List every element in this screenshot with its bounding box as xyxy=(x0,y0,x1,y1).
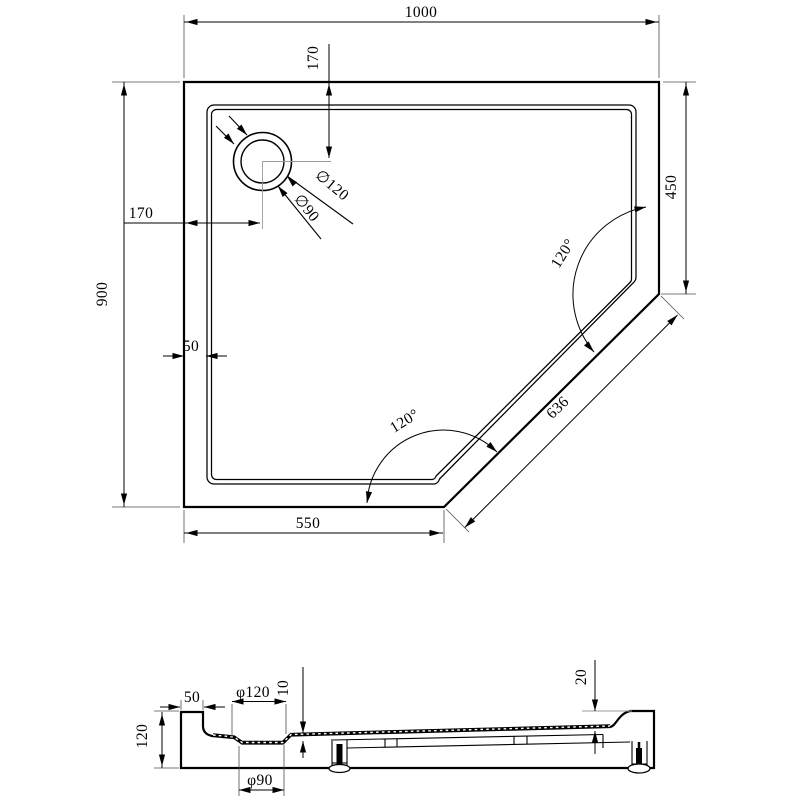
dim-overall-height xyxy=(112,81,180,508)
dim-recess-dia xyxy=(231,698,287,737)
label-overall-width: 1000 xyxy=(405,4,438,21)
label-recess-dia: φ120 xyxy=(236,684,270,701)
drain-dia-leaders xyxy=(215,115,354,240)
foot-left-bolt xyxy=(336,744,343,767)
dim-wall-width xyxy=(163,352,227,360)
label-drain-hole-dia: φ90 xyxy=(247,772,273,789)
foot-right xyxy=(627,741,651,774)
foot-right-bolt xyxy=(636,748,642,768)
tray-inner-rim-inner-line xyxy=(210,108,633,481)
label-drain-offset-left: 170 xyxy=(129,205,153,222)
label-right-side: 450 xyxy=(663,175,680,199)
dim-overall-width xyxy=(183,15,660,78)
dim-panel-thickness xyxy=(299,667,307,758)
dim-section-height xyxy=(154,710,179,769)
top-view: 1000 170 900 170 ∅120 ∅90 450 50 550 636… xyxy=(94,4,696,543)
label-panel-thickness: 10 xyxy=(275,680,292,696)
dim-corner-diagonal xyxy=(445,295,685,533)
label-wall-width: 50 xyxy=(183,338,199,355)
foot-left-pad xyxy=(328,763,351,774)
floor-texture xyxy=(212,724,611,745)
dim-drain-hole-dia xyxy=(238,745,285,796)
dim-right-side xyxy=(661,81,696,295)
label-bottom-side: 550 xyxy=(296,515,320,532)
dim-drain-offset-top xyxy=(325,44,333,158)
tray-inner-rim-outer-line xyxy=(206,104,637,485)
support-frame xyxy=(332,733,631,749)
foot-right-pad xyxy=(627,763,651,774)
section-outline xyxy=(179,709,656,770)
foot-left xyxy=(328,739,351,774)
angle-bottom-arc xyxy=(363,429,500,504)
label-drain-offset-top: 170 xyxy=(305,46,322,70)
label-overall-height: 900 xyxy=(94,282,111,306)
dim-bottom-side xyxy=(183,510,445,543)
dim-drain-offset-left xyxy=(124,219,260,227)
tray-outer-edge xyxy=(182,80,661,509)
section-view: 50 φ120 10 20 120 φ90 xyxy=(134,660,656,796)
label-rim-drop: 20 xyxy=(573,669,590,685)
dim-rim-drop xyxy=(582,660,632,754)
label-section-wall-top: 50 xyxy=(184,689,200,706)
angle-right-arc xyxy=(572,203,647,355)
dim-section-wall-top xyxy=(160,700,225,711)
label-section-height: 120 xyxy=(134,724,151,748)
